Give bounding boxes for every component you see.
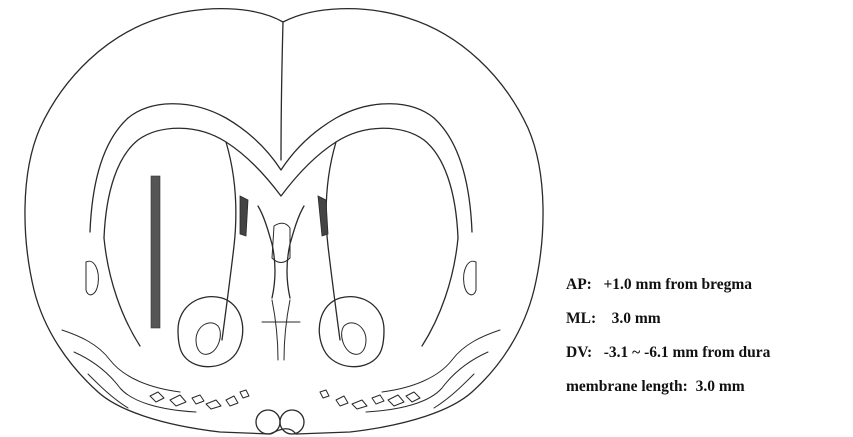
coordinate-ml: ML: 3.0 mm: [566, 302, 853, 336]
right-lateral-ventricle: [318, 196, 328, 236]
right-commissure-core: [342, 323, 366, 354]
left-striatum-boundary: [104, 142, 236, 346]
coordinate-dv: DV: -3.1 ~ -6.1 mm from dura: [566, 336, 853, 370]
coordinates-legend: AP: +1.0 mm from bregma ML: 3.0 mm DV: -…: [566, 268, 853, 404]
left-olfactory-tubercle: [256, 410, 280, 434]
coordinate-value: +1.0 mm from bregma: [603, 268, 752, 302]
left-anterior-commissure: [178, 297, 243, 367]
right-olfactory-region: [366, 330, 500, 412]
right-striatum-boundary: [326, 142, 458, 346]
midline-fissure: [281, 22, 283, 160]
left-commissure-core: [196, 323, 220, 354]
midline-column: [262, 300, 300, 360]
left-lateral-oval: [86, 261, 98, 295]
right-ventral-islands: [320, 390, 420, 409]
coordinate-ap: AP: +1.0 mm from bregma: [566, 268, 853, 302]
right-lateral-oval: [464, 261, 476, 295]
coordinate-membrane-length: membrane length: 3.0 mm: [566, 370, 853, 404]
coordinate-label: DV:: [566, 336, 592, 370]
left-ventral-islands: [150, 390, 249, 409]
septum: [258, 206, 304, 298]
coordinate-value: -3.1 ~ -6.1 mm from dura: [604, 336, 771, 370]
coordinate-value: 3.0 mm: [612, 302, 661, 336]
microdialysis-probe-track: [151, 176, 160, 328]
coordinate-label: membrane length:: [566, 370, 688, 404]
coordinate-label: ML:: [566, 302, 596, 336]
coordinate-value: 3.0 mm: [696, 370, 745, 404]
coordinate-label: AP:: [566, 268, 592, 302]
right-anterior-commissure: [319, 297, 384, 367]
left-olfactory-region: [62, 330, 196, 412]
left-lateral-ventricle: [240, 196, 248, 236]
